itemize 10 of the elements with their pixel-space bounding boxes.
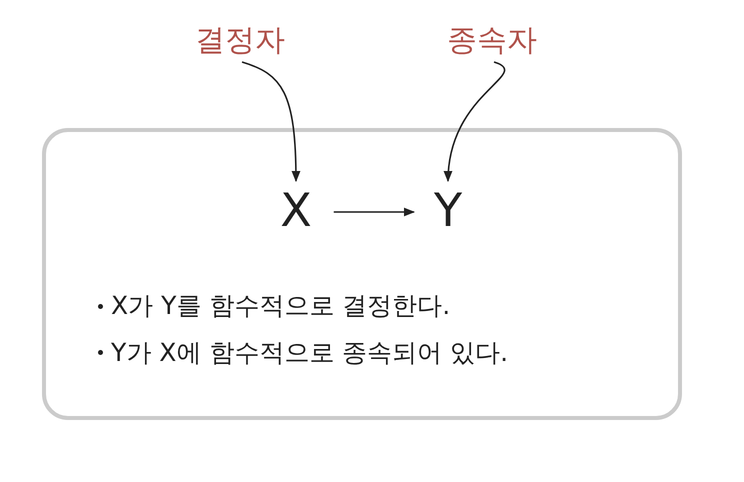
statement-text: X가 Y를 함수적으로 결정한다. bbox=[111, 290, 450, 322]
rounded-panel bbox=[42, 128, 682, 420]
term-label: 종속자 bbox=[447, 26, 537, 56]
arrow bbox=[334, 208, 416, 216]
variable-label: X bbox=[280, 187, 312, 233]
arrow bbox=[242, 61, 300, 182]
variable-label: Y bbox=[434, 187, 462, 233]
statement-text: Y가 X에 함수적으로 종속되어 있다. bbox=[111, 336, 508, 368]
arrow bbox=[444, 61, 506, 182]
term-label: 결정자 bbox=[195, 26, 285, 56]
